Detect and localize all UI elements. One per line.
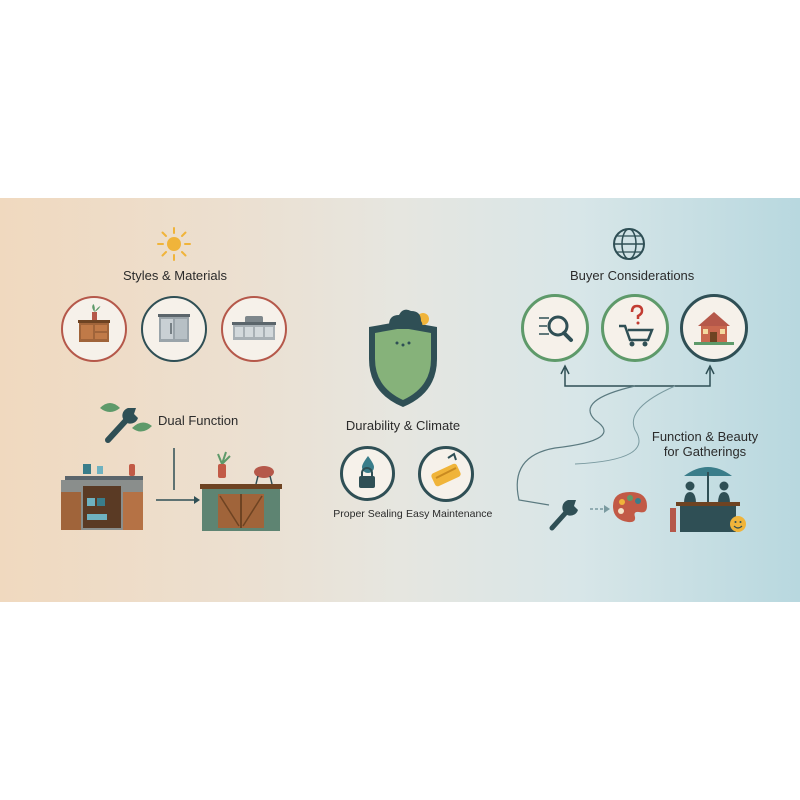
globe-icon [613, 228, 645, 260]
checklist-magnifier-icon [539, 315, 573, 342]
dual-function-title: Dual Function [158, 413, 239, 428]
open-cabinet-icon [61, 464, 143, 530]
maintenance-circle [418, 446, 474, 502]
grill-station-circle [221, 296, 287, 362]
sun-icon [157, 227, 191, 261]
sealing-circle [340, 446, 395, 501]
grill-station-icon [232, 316, 276, 340]
transform-arrow [156, 448, 200, 504]
shopping-circle [601, 294, 669, 362]
gatherings-title-line2: for Gatherings [663, 444, 747, 459]
gatherings-title-line1: Function & Beauty [651, 429, 759, 444]
cart-question-icon [619, 304, 654, 347]
stone-bar-icon [200, 451, 282, 531]
home-circle [680, 294, 748, 362]
shield-icon [369, 309, 437, 407]
easy-maintenance-label: Easy Maintenance [406, 508, 493, 520]
wood-cabinet-icon [78, 304, 110, 342]
house-icon [694, 312, 734, 345]
to-palette-arrow [590, 505, 610, 513]
steel-cabinet-circle [141, 296, 207, 362]
wrench-leaf-icon [100, 403, 152, 443]
gathering-scene-icon [670, 467, 746, 532]
cleaning-sponge-icon [431, 452, 461, 487]
research-circle [521, 294, 589, 362]
lock-drop-icon [359, 456, 375, 488]
wrench-icon [549, 500, 578, 531]
styles-materials-title: Styles & Materials [122, 268, 228, 283]
palette-icon [613, 492, 647, 523]
proper-sealing-label: Proper Sealing [333, 508, 403, 520]
steel-cabinet-icon [158, 314, 190, 342]
buyer-considerations-title: Buyer Considerations [570, 268, 695, 283]
connector-lines [516, 364, 715, 506]
wood-cabinet-circle [61, 296, 127, 362]
durability-title: Durability & Climate [345, 418, 461, 433]
